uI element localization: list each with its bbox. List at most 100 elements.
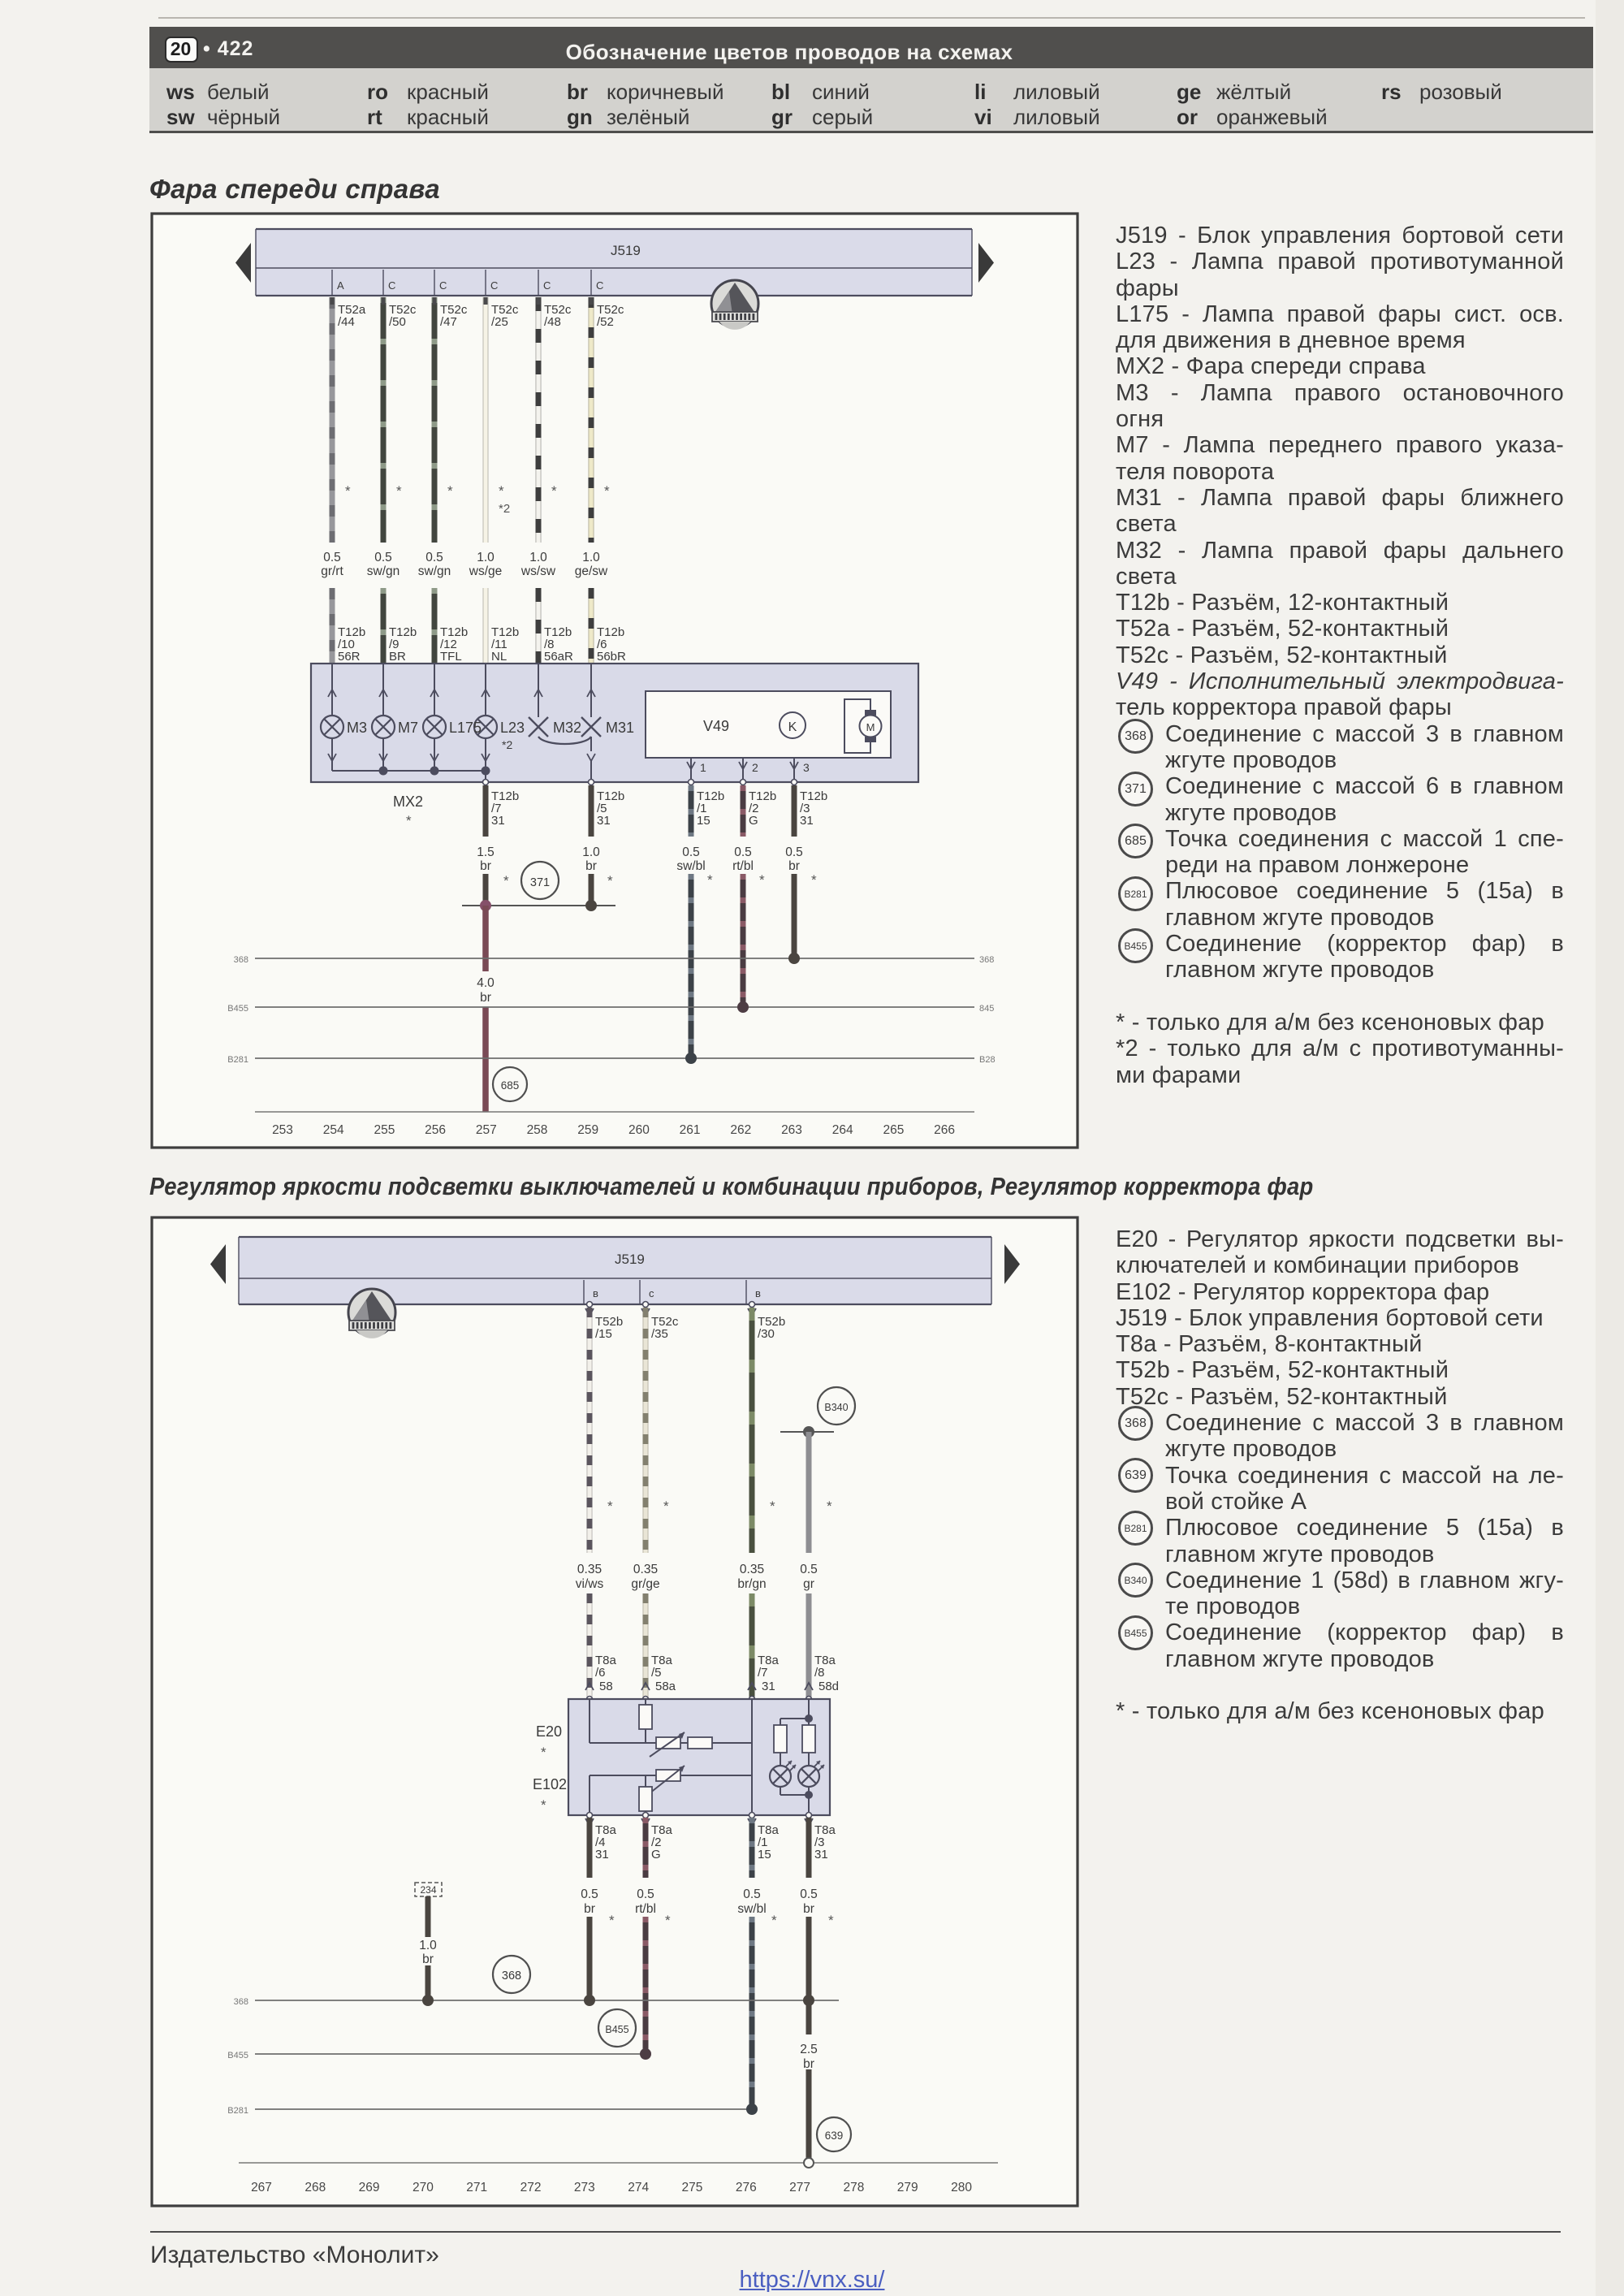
svg-text:/1: /1 bbox=[697, 802, 707, 815]
svg-text:271: 271 bbox=[466, 2181, 487, 2194]
svg-text:/6: /6 bbox=[597, 638, 607, 651]
svg-text:280: 280 bbox=[951, 2181, 972, 2194]
svg-text:685: 685 bbox=[501, 1079, 520, 1092]
svg-text:G: G bbox=[651, 1848, 661, 1861]
svg-text:T52a: T52a bbox=[338, 303, 366, 317]
svg-text:rt/bl: rt/bl bbox=[732, 859, 754, 873]
svg-text:272: 272 bbox=[520, 2181, 542, 2194]
svg-text:/44: /44 bbox=[338, 315, 355, 329]
svg-text:4.0: 4.0 bbox=[477, 976, 495, 990]
svg-text:T8a: T8a bbox=[758, 1654, 780, 1667]
svg-text:M: M bbox=[866, 721, 875, 733]
svg-text:3: 3 bbox=[803, 761, 810, 774]
svg-text:*: * bbox=[770, 1498, 775, 1514]
svg-text:sw/gn: sw/gn bbox=[367, 564, 400, 578]
svg-text:br: br bbox=[422, 1952, 434, 1966]
svg-text:M3: M3 bbox=[347, 720, 367, 736]
svg-text:T8a: T8a bbox=[814, 1654, 836, 1667]
svg-text:1.0: 1.0 bbox=[419, 1939, 437, 1952]
svg-text:sw/gn: sw/gn bbox=[418, 564, 451, 578]
svg-text:B455: B455 bbox=[605, 2024, 628, 2035]
svg-text:*: * bbox=[499, 483, 504, 499]
svg-text:sw/bl: sw/bl bbox=[676, 859, 705, 873]
svg-text:/47: /47 bbox=[440, 315, 457, 329]
svg-text:*: * bbox=[607, 1498, 613, 1514]
svg-text:/7: /7 bbox=[491, 802, 502, 815]
svg-text:/5: /5 bbox=[597, 802, 607, 815]
svg-text:56R: 56R bbox=[338, 650, 361, 664]
svg-text:278: 278 bbox=[843, 2181, 864, 2194]
svg-text:0.35: 0.35 bbox=[740, 1563, 764, 1576]
svg-text:br: br bbox=[803, 1902, 814, 1916]
svg-text:ge/sw: ge/sw bbox=[575, 564, 608, 578]
svg-text:0.5: 0.5 bbox=[323, 551, 341, 564]
svg-text:T52c: T52c bbox=[440, 303, 468, 317]
svg-text:L23: L23 bbox=[500, 720, 525, 736]
svg-text:M31: M31 bbox=[606, 720, 634, 736]
svg-text:V49: V49 bbox=[703, 718, 729, 734]
svg-text:TFL: TFL bbox=[440, 650, 462, 664]
svg-text:*: * bbox=[771, 1913, 777, 1928]
svg-text:1.0: 1.0 bbox=[582, 551, 600, 564]
svg-text:*: * bbox=[811, 872, 817, 888]
svg-text:58a: 58a bbox=[655, 1680, 676, 1693]
svg-text:E102: E102 bbox=[533, 1776, 567, 1792]
svg-text:234: 234 bbox=[420, 1884, 436, 1896]
svg-text:в: в bbox=[755, 1287, 761, 1299]
svg-text:B281: B281 bbox=[227, 1055, 248, 1065]
svg-text:B281: B281 bbox=[227, 2106, 248, 2116]
svg-text:259: 259 bbox=[577, 1123, 598, 1137]
svg-text:/30: /30 bbox=[758, 1327, 775, 1341]
svg-text:T52c: T52c bbox=[651, 1315, 679, 1329]
svg-text:0.35: 0.35 bbox=[577, 1563, 602, 1576]
svg-text:2.5: 2.5 bbox=[800, 2043, 818, 2056]
svg-text:NL: NL bbox=[491, 650, 507, 664]
svg-text:C: C bbox=[490, 279, 498, 292]
svg-text:31: 31 bbox=[491, 814, 505, 828]
svg-text:368: 368 bbox=[234, 955, 248, 965]
svg-text:sw/bl: sw/bl bbox=[737, 1902, 766, 1916]
svg-text:в: в bbox=[593, 1287, 598, 1299]
svg-text:1.0: 1.0 bbox=[582, 845, 600, 859]
svg-text:*: * bbox=[345, 483, 351, 499]
svg-text:gr/ge: gr/ge bbox=[631, 1577, 659, 1591]
svg-text:/11: /11 bbox=[491, 638, 508, 651]
svg-text:C: C bbox=[439, 279, 447, 292]
svg-text:56bR: 56bR bbox=[597, 650, 626, 664]
svg-text:/15: /15 bbox=[595, 1327, 612, 1341]
svg-text:0.5: 0.5 bbox=[425, 551, 443, 564]
svg-text:256: 256 bbox=[425, 1123, 446, 1137]
svg-text:M7: M7 bbox=[398, 720, 418, 736]
svg-text:371: 371 bbox=[530, 876, 550, 889]
svg-text:258: 258 bbox=[527, 1123, 548, 1137]
svg-text:*: * bbox=[707, 872, 713, 888]
svg-text:T52b: T52b bbox=[758, 1315, 785, 1329]
svg-text:368: 368 bbox=[979, 955, 994, 965]
svg-text:58d: 58d bbox=[818, 1680, 839, 1693]
svg-text:M32: M32 bbox=[553, 720, 581, 736]
svg-text:ws/sw: ws/sw bbox=[520, 564, 556, 578]
svg-text:/3: /3 bbox=[800, 802, 810, 815]
svg-text:0.5: 0.5 bbox=[734, 845, 752, 859]
svg-text:15: 15 bbox=[758, 1848, 771, 1861]
svg-text:BR: BR bbox=[389, 650, 406, 664]
svg-text:T12b: T12b bbox=[491, 625, 519, 639]
svg-text:31: 31 bbox=[595, 1848, 609, 1861]
svg-text:*: * bbox=[609, 1913, 615, 1928]
svg-text:B455: B455 bbox=[227, 1004, 248, 1014]
svg-text:/52: /52 bbox=[597, 315, 614, 329]
svg-text:*: * bbox=[396, 483, 402, 499]
svg-text:368: 368 bbox=[502, 1970, 521, 1983]
svg-text:*: * bbox=[541, 1797, 546, 1813]
svg-text:56aR: 56aR bbox=[544, 650, 573, 664]
svg-text:/2: /2 bbox=[651, 1836, 662, 1849]
svg-text:*: * bbox=[447, 483, 453, 499]
svg-text:J519: J519 bbox=[611, 243, 641, 258]
svg-text:C: C bbox=[596, 279, 603, 292]
svg-text:0.5: 0.5 bbox=[785, 845, 803, 859]
svg-text:263: 263 bbox=[781, 1123, 802, 1137]
svg-text:254: 254 bbox=[323, 1123, 344, 1137]
svg-text:br/gn: br/gn bbox=[737, 1577, 766, 1591]
svg-text:/10: /10 bbox=[338, 638, 355, 651]
svg-text:2: 2 bbox=[752, 761, 758, 774]
